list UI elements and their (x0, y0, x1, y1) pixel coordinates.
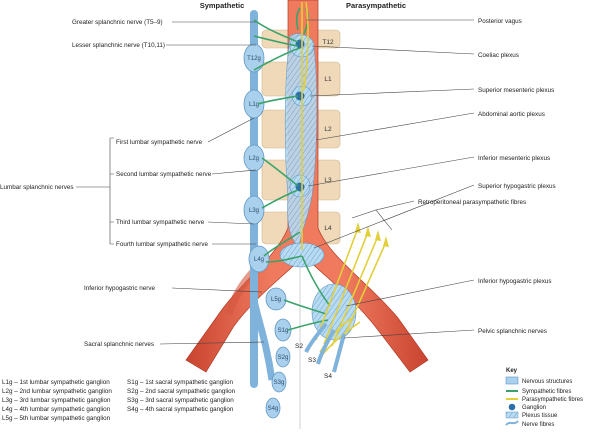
label-second-lumbar: Second lumbar sympathetic nerve (116, 171, 212, 178)
ganglion-s2g (275, 346, 291, 368)
vertebra-labels: T12 L1 L2 L3 L4 (322, 39, 334, 232)
vertebra-label: L3 (324, 177, 332, 184)
key-item: Nerve fibres (522, 422, 554, 428)
key-swatch-nerve (505, 420, 519, 426)
key-item: Ganglion (522, 405, 546, 411)
label-first-lumbar: First lumbar sympathetic nerve (116, 139, 203, 146)
key-swatch-ganglion (508, 403, 516, 411)
label-coeliac-plexus: Coeliac plexus (478, 52, 519, 59)
key-swatch-nervous (505, 376, 519, 385)
sacral-nerve-label: S4 (324, 373, 332, 380)
ganglion-labels: T12g L1g L2g L3g L4g L5g S1g S2g S3g S4g (247, 56, 288, 412)
ganglion-s4g (265, 397, 281, 419)
ganglion-label: T12g (247, 56, 261, 62)
ganglion-label: S1g (278, 328, 289, 334)
key: Key Nervous structures Sympathetic fibre… (505, 368, 583, 428)
ganglion-s1g (274, 318, 292, 342)
ganglion-label: L5g (271, 297, 281, 303)
left-labels: Greater splanchnic nerve (T5–9) Lesser s… (0, 19, 265, 348)
legend-item: L5g – 5th lumbar sympathetic ganglion (2, 415, 111, 422)
key-item: Nervous structures (522, 379, 572, 385)
key-item: Sympathetic fibres (522, 389, 571, 395)
label-posterior-vagus: Posterior vagus (478, 18, 522, 25)
label-superior-mesenteric: Superior mesenteric plexus (478, 87, 554, 94)
ganglion-chain (243, 43, 292, 419)
sacral-nerve-label: S2 (295, 343, 303, 350)
label-lesser-splanchnic: Lesser splanchnic nerve (T10,11) (72, 42, 165, 49)
ganglion-s3g (271, 371, 287, 393)
key-swatch-plexus (505, 411, 519, 419)
legend-item: L3g – 3rd lumbar sympathetic ganglion (2, 397, 111, 404)
ganglion-label: L1g (249, 102, 259, 108)
label-retroperitoneal: Retroperitoneal parasympathetic fibres (418, 199, 526, 206)
ganglion-label: S3g (274, 380, 285, 386)
label-superior-hypogastric: Superior hypogastric plexus (478, 183, 556, 190)
label-greater-splanchnic: Greater splanchnic nerve (T5–9) (72, 19, 163, 26)
label-abdominal-aortic: Abdominal aortic plexus (478, 111, 545, 118)
ganglion-label: L3g (249, 208, 259, 214)
legend-item: S3g – 3rd sacral sympathetic ganglion (127, 397, 234, 404)
header-sympathetic: Sympathetic (200, 1, 245, 10)
sacral-nerve-label: S3 (308, 357, 316, 364)
sympathetic-fibres (253, 7, 331, 331)
label-third-lumbar: Third lumbar sympathetic nerve (116, 219, 205, 226)
ganglion-label: L4g (254, 257, 264, 263)
label-inferior-hypogastric-nerve: Inferior hypogastric nerve (84, 285, 156, 292)
pelvic-nerves (304, 322, 346, 373)
ganglion-t12g (243, 43, 265, 73)
vertebra-label: L2 (324, 126, 332, 133)
legend-item: L1g – 1st lumbar sympathetic ganglion (2, 379, 110, 386)
label-fourth-lumbar: Fourth lumbar sympathetic nerve (116, 241, 209, 248)
abbreviation-legend: L1g – 1st lumbar sympathetic ganglion L2… (2, 379, 236, 422)
vertebra-label: L1 (324, 76, 332, 83)
ganglion-l4g (248, 245, 270, 273)
ganglion-label: S2g (278, 355, 289, 361)
retroperitoneal-arrows (355, 222, 389, 247)
ganglion-label: L2g (249, 156, 259, 162)
right-labels: Posterior vagus Coeliac plexus Superior … (306, 18, 556, 339)
label-sacral-splanchnic: Sacral splanchnic nerves (84, 341, 154, 348)
legend-item: S4g – 4th sacral sympathetic ganglion (127, 406, 234, 413)
vertebra-label: L4 (324, 225, 332, 232)
label-inferior-mesenteric: Inferior mesenteric plexus (478, 155, 550, 162)
legend-item: S1g – 1st sacral sympathetic ganglion (127, 379, 234, 386)
key-item: Plexus tissue (522, 413, 558, 419)
key-item: Parasympathetic fibres (522, 397, 583, 403)
key-title: Key (506, 368, 518, 374)
label-pelvic-splanchnic: Pelvic splanchnic nerves (478, 328, 547, 335)
legend-item: L4g – 4th lumbar sympathetic ganglion (2, 406, 111, 413)
ganglion-label: S4g (268, 406, 279, 412)
aortic-plexus (279, 33, 357, 341)
vertebra-label: T12 (322, 39, 334, 46)
header-parasympathetic: Parasympathetic (346, 1, 406, 10)
label-lumbar-splanchnic: Lumbar splanchnic nerves (0, 184, 74, 191)
label-inferior-hypogastric-plexus: Inferior hypogastric plexus (478, 278, 552, 285)
ganglion-l5g (265, 287, 287, 311)
legend-item: S2g – 2nd sacral sympathetic ganglion (127, 388, 236, 395)
legend-item: L2g – 2nd lumbar sympathetic ganglion (2, 388, 112, 395)
ganglion-l2g (243, 144, 265, 172)
